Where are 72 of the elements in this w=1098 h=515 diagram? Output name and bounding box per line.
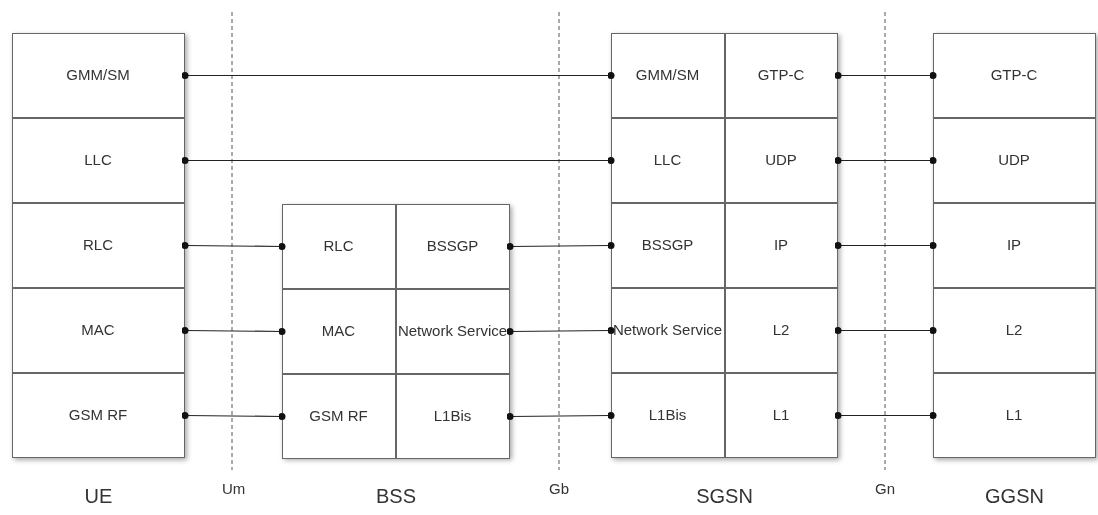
layer-label: Network Service: [612, 320, 723, 340]
layer-label: BSSGP: [426, 236, 479, 256]
layer-label: L1: [772, 405, 790, 425]
protocol-layer-box: [932, 202, 1096, 288]
connector-line: [834, 327, 937, 334]
protocol-layer-box: [932, 32, 1096, 118]
protocol-layer-box: [11, 117, 185, 203]
layer-label: UDP: [998, 150, 1030, 170]
connector-line: [181, 157, 615, 164]
layer-label: BSSGP: [641, 235, 694, 255]
connector-line: [181, 242, 286, 250]
layer-label: RLC: [83, 235, 113, 255]
layer-label: UDP: [765, 150, 797, 170]
interface-label: Gb: [549, 480, 569, 497]
layer-label: GTP-C: [990, 65, 1038, 85]
protocol-layer-box: [724, 287, 838, 373]
stack-title: BSS: [376, 485, 416, 508]
protocol-layer-box: [610, 287, 725, 373]
connector-line: [834, 72, 937, 79]
connector-line: [181, 412, 286, 420]
layer-label: MAC: [321, 321, 356, 341]
protocol-layer-box: [281, 203, 396, 289]
protocol-layer-box: [395, 203, 510, 289]
connector-line: [834, 412, 937, 419]
layer-label: GTP-C: [757, 65, 805, 85]
layer-label: L2: [772, 320, 790, 340]
connector-line: [506, 412, 615, 420]
protocol-layer-box: [395, 288, 510, 374]
stack-title: GGSN: [985, 485, 1044, 508]
connector-line: [506, 327, 615, 335]
protocol-layer-box: [11, 202, 185, 288]
protocol-layer-box: [724, 32, 838, 118]
layer-label: GMM/SM: [635, 65, 700, 85]
protocol-layer-box: [610, 32, 725, 118]
layer-label: GSM RF: [68, 405, 128, 425]
protocol-layer-box: [281, 288, 396, 374]
connector-line: [181, 72, 615, 79]
stack-title: SGSN: [696, 485, 753, 508]
layer-label: GMM/SM: [66, 65, 130, 85]
layer-label: GSM RF: [309, 406, 368, 426]
protocol-layer-box: [724, 202, 838, 288]
layer-label: IP: [773, 235, 789, 255]
protocol-layer-box: [395, 373, 510, 459]
layer-label: L1Bis: [433, 406, 472, 426]
protocol-layer-box: [610, 117, 725, 203]
layer-label: MAC: [81, 320, 115, 340]
layer-label: L1: [1005, 405, 1023, 425]
layer-label: L2: [1005, 320, 1023, 340]
protocol-layer-box: [724, 117, 838, 203]
connector-line: [506, 242, 615, 250]
protocol-layer-box: [11, 32, 185, 118]
connector-line: [834, 242, 937, 249]
interface-label: Um: [222, 480, 246, 497]
layer-label: L1Bis: [648, 405, 687, 425]
protocol-layer-box: [724, 372, 838, 458]
protocol-layer-box: [610, 372, 725, 458]
layer-label: RLC: [323, 236, 354, 256]
layer-label: IP: [1006, 235, 1022, 255]
protocol-layer-box: [11, 372, 185, 458]
layer-label: LLC: [653, 150, 682, 170]
protocol-layer-box: [610, 202, 725, 288]
layer-label: Network Service: [397, 321, 508, 341]
layer-label: LLC: [84, 150, 112, 170]
protocol-layer-box: [11, 287, 185, 373]
connector-line: [181, 327, 286, 335]
protocol-layer-box: [932, 117, 1096, 203]
interface-label: Gn: [875, 480, 895, 497]
connector-line: [834, 157, 937, 164]
protocol-layer-box: [932, 287, 1096, 373]
protocol-layer-box: [932, 372, 1096, 458]
protocol-layer-box: [281, 373, 396, 459]
stack-title: UE: [84, 485, 113, 508]
